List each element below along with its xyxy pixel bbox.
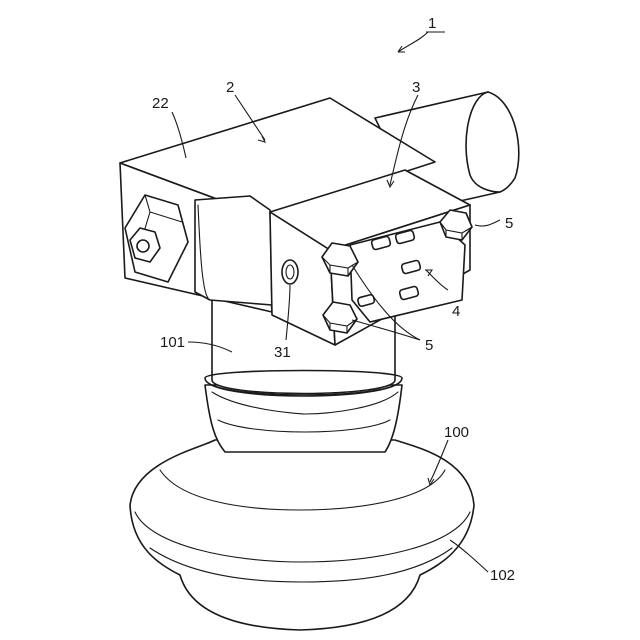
leader-5-right <box>475 220 500 226</box>
label-2: 2 <box>226 79 234 96</box>
label-100: 100 <box>444 424 469 441</box>
arrow-1 <box>398 46 405 52</box>
label-5-front: 5 <box>425 337 433 354</box>
label-5-right: 5 <box>505 215 513 232</box>
label-4: 4 <box>452 303 460 320</box>
label-22: 22 <box>152 95 169 112</box>
label-102: 102 <box>490 567 515 584</box>
label-101: 101 <box>160 334 185 351</box>
label-1: 1 <box>428 15 436 32</box>
bell-base <box>130 440 474 630</box>
leader-1 <box>398 32 428 52</box>
label-31: 31 <box>274 344 291 361</box>
label-3: 3 <box>412 79 420 96</box>
